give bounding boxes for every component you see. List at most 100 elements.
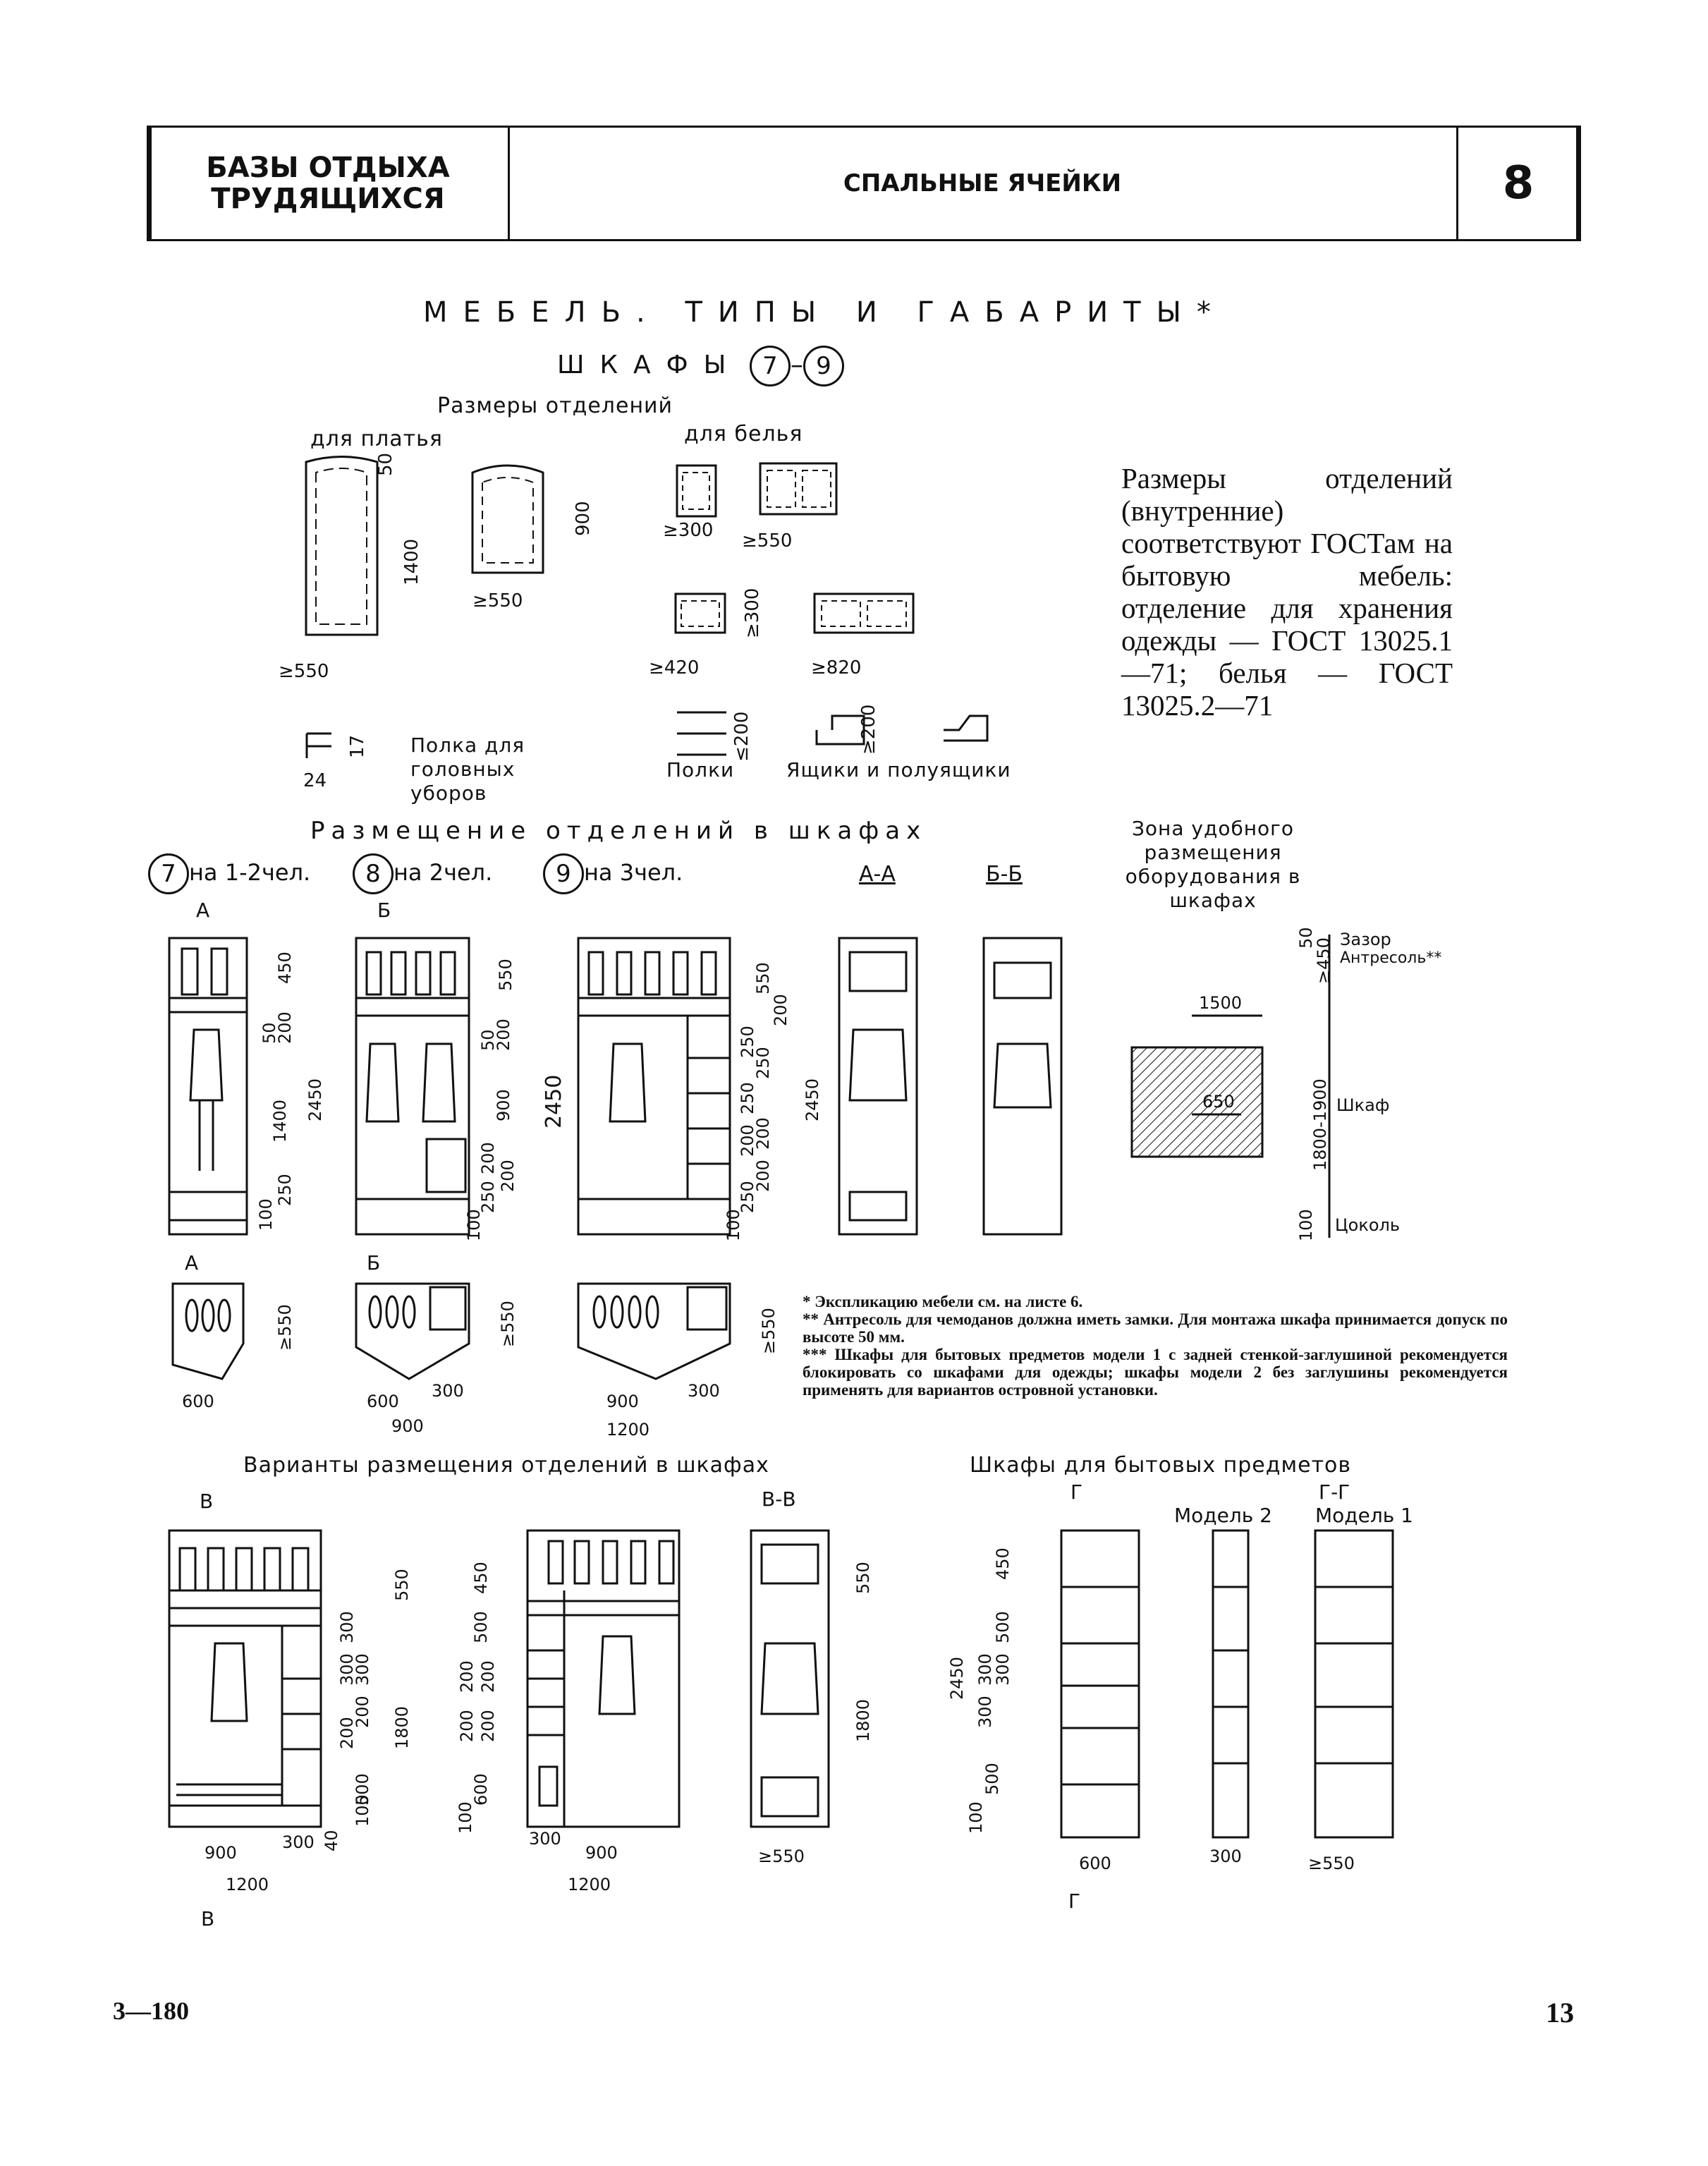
svg-text:600: 600	[367, 1392, 399, 1411]
svg-text:1800: 1800	[392, 1706, 412, 1749]
svg-text:50: 50	[478, 1029, 498, 1051]
svg-text:100: 100	[966, 1801, 986, 1834]
svg-text:500: 500	[471, 1611, 491, 1643]
svg-text:300: 300	[282, 1832, 315, 1852]
svg-text:550: 550	[753, 962, 773, 994]
svg-text:500: 500	[993, 1611, 1013, 1643]
svg-text:450: 450	[993, 1547, 1013, 1580]
svg-text:300: 300	[975, 1696, 995, 1728]
svg-text:50: 50	[375, 453, 396, 476]
svg-text:100: 100	[353, 1794, 372, 1827]
model-7-circle: 7	[749, 346, 791, 387]
svg-text:≥200: ≥200	[858, 705, 879, 755]
svg-text:Антресоль**: Антресоль**	[1340, 949, 1441, 967]
svg-text:500: 500	[982, 1763, 1002, 1795]
svg-text:Модель 2: Модель 2	[1174, 1504, 1272, 1527]
svg-text:≥550: ≥550	[1308, 1854, 1355, 1873]
svg-text:≥820: ≥820	[811, 657, 861, 679]
svg-text:200: 200	[738, 1124, 757, 1157]
svg-text:≥550: ≥550	[279, 661, 329, 682]
svg-text:1400: 1400	[270, 1100, 290, 1143]
svg-text:≥300: ≥300	[663, 520, 713, 541]
cabinet-7-front	[168, 937, 248, 1236]
svg-text:300: 300	[432, 1381, 464, 1401]
svg-text:100: 100	[456, 1801, 475, 1834]
svg-text:2450: 2450	[542, 1075, 566, 1128]
zone-heading: Зона удобного размещения оборудования в …	[1125, 817, 1301, 912]
svg-text:50: 50	[260, 1022, 279, 1044]
section-bb	[982, 937, 1063, 1236]
dress-label: для платья	[310, 427, 443, 451]
svg-text:В: В	[200, 1490, 213, 1513]
svg-text:1200: 1200	[568, 1875, 611, 1894]
svg-text:200: 200	[457, 1660, 477, 1693]
svg-text:900: 900	[205, 1843, 237, 1863]
page-title: МЕБЕЛЬ. ТИПЫ И ГАБАРИТЫ*	[423, 296, 1226, 329]
dress-compartment-short	[471, 464, 544, 574]
svg-text:24: 24	[303, 770, 327, 791]
svg-text:200: 200	[478, 1142, 498, 1174]
svg-text:≥550: ≥550	[742, 530, 792, 552]
svg-text:≥550: ≥550	[275, 1304, 295, 1351]
linen-compartment-2	[759, 462, 838, 516]
svg-text:Цоколь: Цоколь	[1335, 1215, 1400, 1235]
svg-text:250: 250	[275, 1174, 295, 1206]
svg-text:А: А	[196, 899, 209, 922]
svg-text:450: 450	[471, 1562, 491, 1594]
drawers-label: Ящики и полуящики	[786, 758, 1011, 781]
svg-text:1800: 1800	[853, 1699, 873, 1742]
dress-compartment-tall	[305, 456, 379, 636]
gost-note: Размеры отделений (внутренние) соответст…	[1121, 462, 1453, 722]
svg-text:Г-Г: Г-Г	[1319, 1480, 1350, 1504]
svg-text:200: 200	[337, 1717, 357, 1749]
section-aa	[838, 937, 918, 1236]
svg-text:300: 300	[337, 1611, 357, 1643]
svg-text:300: 300	[975, 1653, 995, 1686]
svg-text:200: 200	[771, 994, 791, 1026]
svg-text:900: 900	[585, 1843, 618, 1863]
svg-text:250: 250	[478, 1181, 498, 1213]
svg-text:450: 450	[275, 951, 295, 984]
svg-text:≥550: ≥550	[759, 1308, 779, 1354]
svg-text:Г: Г	[1068, 1890, 1080, 1913]
svg-text:200: 200	[275, 1011, 295, 1044]
svg-text:300: 300	[993, 1653, 1013, 1686]
svg-text:2450: 2450	[947, 1657, 967, 1700]
cabinet-8-front	[355, 937, 470, 1236]
svg-text:2450: 2450	[803, 1078, 822, 1121]
cabinet-7-plan	[171, 1282, 245, 1380]
svg-text:300: 300	[688, 1381, 720, 1401]
svg-text:200: 200	[478, 1660, 498, 1693]
comfort-zone	[1130, 1046, 1264, 1158]
svg-text:550: 550	[853, 1562, 873, 1594]
svg-text:250: 250	[753, 1047, 773, 1079]
cabinet-9-front	[577, 937, 731, 1236]
svg-text:250: 250	[738, 1181, 757, 1213]
svg-text:В-В: В-В	[762, 1487, 796, 1511]
svg-text:650: 650	[1202, 1092, 1235, 1112]
svg-text:≥420: ≥420	[649, 657, 699, 679]
svg-text:≥550: ≥550	[472, 590, 523, 612]
model-9-circle: 9	[803, 346, 844, 387]
svg-text:≥450: ≥450	[1314, 937, 1334, 984]
svg-text:В: В	[201, 1907, 214, 1930]
svg-text:1200: 1200	[226, 1875, 269, 1894]
cabinet-9-plan	[577, 1282, 731, 1380]
svg-text:300: 300	[529, 1829, 561, 1849]
svg-text:1200: 1200	[606, 1420, 649, 1440]
linen-label: для белья	[684, 422, 803, 446]
svg-text:≥550: ≥550	[498, 1301, 518, 1347]
linen-compartment-1	[676, 464, 717, 518]
svg-text:200: 200	[753, 1160, 773, 1192]
variants-heading: Варианты размещения отделений в шкафах	[243, 1453, 769, 1478]
svg-text:1400: 1400	[401, 539, 422, 585]
svg-text:600: 600	[182, 1392, 214, 1411]
svg-text:550: 550	[496, 959, 516, 991]
household-model-1	[1314, 1529, 1394, 1839]
svg-text:≥300: ≥300	[742, 588, 763, 638]
